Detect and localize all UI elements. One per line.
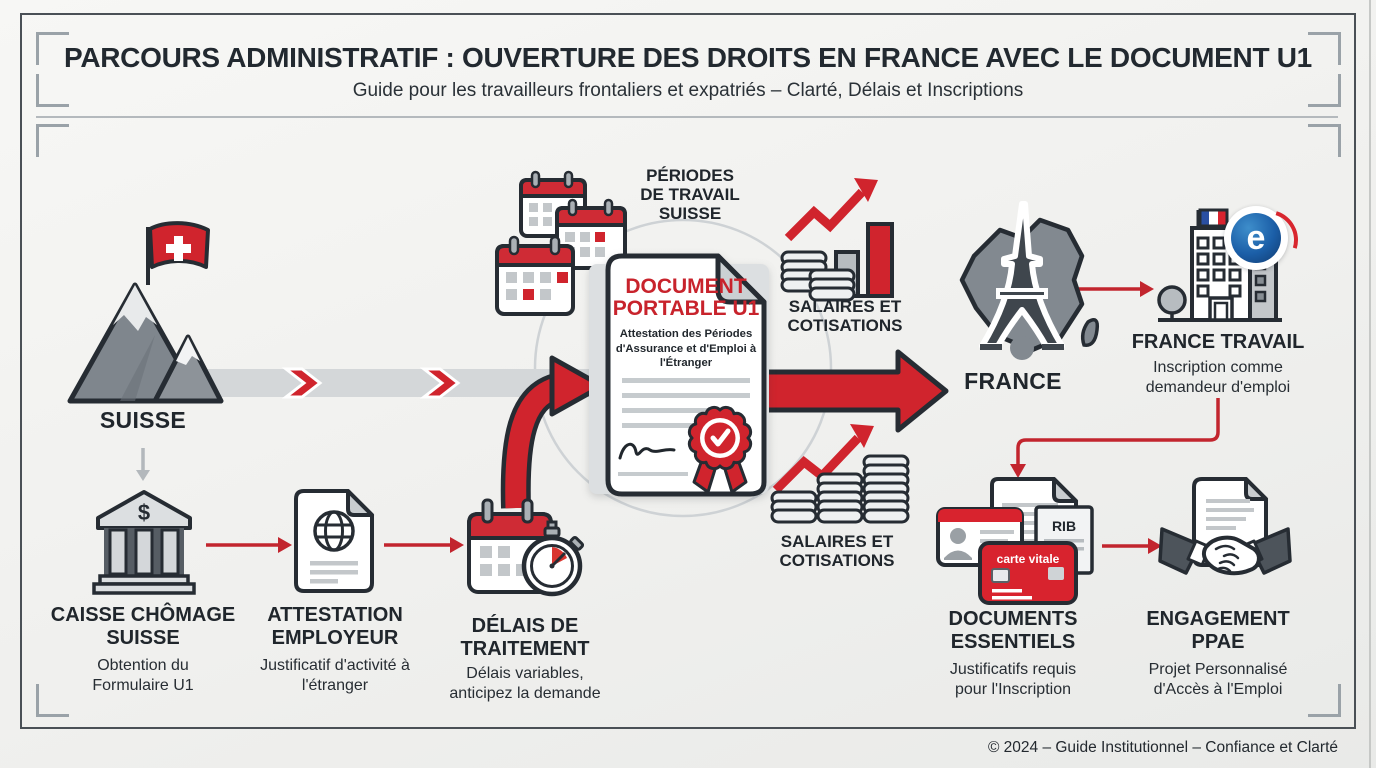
bracket-icon — [36, 32, 69, 65]
france-travail-logo-icon: e — [1224, 199, 1309, 281]
delais-sub: Délais variables, anticipez la demande — [449, 665, 601, 702]
salaires-bas-label: SALAIRES ET COTISATIONS — [779, 532, 895, 571]
swiss-mountains-icon — [67, 221, 224, 404]
rising-arrow-icon — [784, 188, 866, 242]
tree-icon — [1157, 285, 1187, 320]
checkmark-icon — [710, 428, 731, 447]
folded-corner — [715, 253, 767, 305]
header-divider — [36, 116, 1338, 118]
corsica — [1080, 318, 1100, 347]
periodes-label: PÉRIODES DE TRAVAIL SUISSE — [640, 166, 740, 224]
caisse-label: CAISSE CHÔMAGE SUISSE — [50, 604, 236, 649]
salaires-haut-label: SALAIRES ET COTISATIONS — [787, 297, 903, 336]
handshake-icon — [1158, 527, 1292, 576]
bracket-icon — [36, 684, 69, 717]
rib-label: RIB — [1052, 518, 1076, 534]
dollar-sign: $ — [138, 500, 150, 525]
salaires-coins-icon — [770, 424, 910, 524]
attestation-document-icon — [294, 489, 374, 593]
engagement-sub: Projet Personnalisé d'Accès à l'Emploi — [1148, 661, 1288, 698]
eiffel-tower-icon — [979, 201, 1065, 360]
french-flag-icon — [1198, 208, 1229, 228]
engagement-label: ENGAGEMENT PPAE — [1146, 608, 1290, 653]
carte-vitale-label: carte vitale — [997, 552, 1060, 566]
france-map-icon — [959, 201, 1100, 360]
handshake-document-icon — [1158, 477, 1292, 576]
bracket-icon — [1308, 684, 1341, 717]
rising-arrow-icon — [772, 434, 862, 494]
bracket-icon — [1308, 32, 1341, 65]
page-subtitle: Guide pour les travailleurs frontaliers … — [352, 80, 1024, 101]
documents-label: DOCUMENTS ESSENTIELS — [948, 608, 1078, 653]
bracket-icon — [1308, 124, 1341, 157]
attestation-label: ATTESTATION EMPLOYEUR — [267, 604, 403, 649]
documents-sub: Justificatifs requis pour l'Inscription — [949, 661, 1077, 698]
suisse-label: SUISSE — [99, 407, 187, 433]
france-travail-building-icon — [1157, 208, 1282, 322]
coins-icon — [770, 454, 910, 524]
stopwatch-icon — [521, 520, 585, 597]
logo-sphere — [1231, 213, 1281, 263]
bracket-icon — [1308, 74, 1341, 107]
signature — [618, 442, 676, 460]
calendar-stopwatch-icon — [467, 498, 585, 597]
coins-icon — [780, 250, 856, 302]
essential-documents-icon: RIB carte vitale — [936, 477, 1094, 605]
bracket-icon — [36, 74, 69, 107]
outer-frame — [20, 13, 1356, 729]
document-u1-title: DOCUMENT PORTABLE U1 — [612, 275, 760, 321]
footer-copyright: © 2024 – Guide Institutionnel – Confianc… — [987, 739, 1338, 756]
france-label: FRANCE — [964, 368, 1062, 394]
france-travail-label: FRANCE TRAVAIL — [1131, 331, 1305, 353]
page-title: PARCOURS ADMINISTRATIF : OUVERTURE DES D… — [64, 42, 1312, 73]
logo-letter: e — [1246, 218, 1266, 257]
bank-icon: $ — [92, 490, 196, 595]
seal-rosette-icon — [687, 405, 753, 494]
page-edge — [1369, 0, 1371, 768]
document-u1-subtitle: Attestation des Périodes d'Assurance et … — [615, 328, 757, 370]
attestation-sub: Justificatif d'activité à l'étranger — [260, 657, 410, 694]
france-travail-sub: Inscription comme demandeur d'emploi — [1145, 359, 1291, 396]
carte-vitale-icon: carte vitale — [978, 541, 1078, 605]
bracket-icon — [36, 124, 69, 157]
salaires-chart-icon — [780, 178, 894, 302]
document-u1 — [589, 253, 769, 497]
calendars-icon — [495, 170, 627, 316]
globe-icon — [313, 510, 355, 552]
delais-label: DÉLAIS DE TRAITEMENT — [460, 615, 590, 660]
caisse-sub: Obtention du Formulaire U1 — [92, 657, 194, 694]
